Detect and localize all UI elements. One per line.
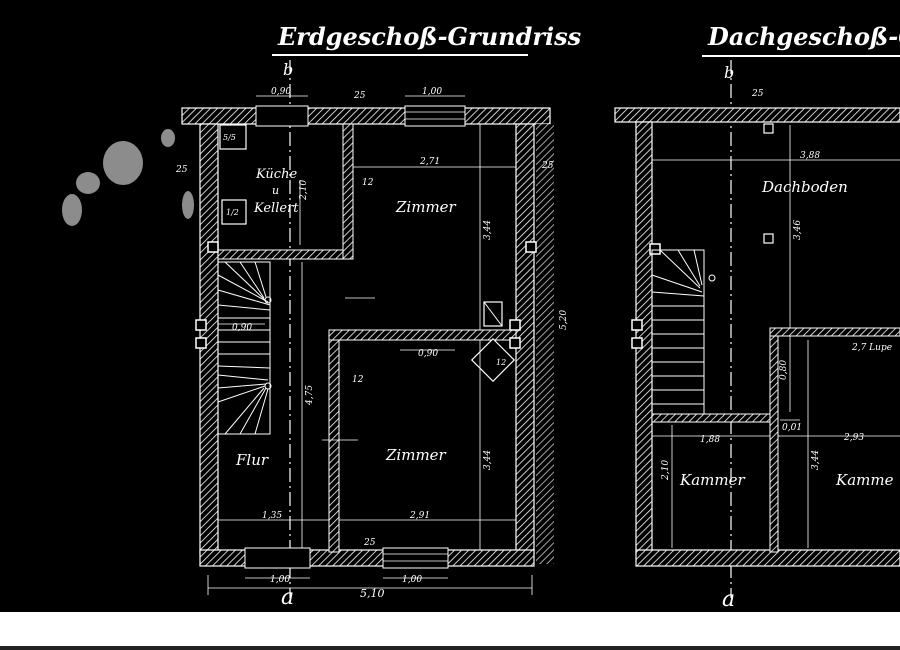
chimney-right-diag (483, 301, 503, 327)
dim-zimmer-upper-width: 2,71 (419, 157, 440, 167)
stove-diamond (470, 337, 516, 383)
attic-inner-wall-vertical (769, 329, 779, 553)
ground-floor-plan: Erdgeschoß-Grundriss b a 5/5 1/2 (175, 22, 582, 610)
dim-flur-width: 1,35 (262, 511, 282, 521)
dim-top-window: 1,00 (422, 87, 442, 97)
dim-right-side: 5,20 (559, 310, 569, 330)
side-bay-left-1 (195, 319, 207, 331)
dim-zimmer-upper-height: 3,44 (483, 220, 493, 240)
attic-dimension-lines (652, 125, 900, 548)
dim-attic-top-wall: 25 (751, 89, 764, 99)
room-zimmer-upper: Zimmer (395, 198, 457, 216)
dim-zimmer-lower-width: 2,91 (409, 511, 430, 521)
room-kueche-and: u (272, 184, 279, 197)
dim-kitchen-height: 2,10 (299, 180, 309, 201)
attic-vent-1 (763, 123, 774, 134)
dim-kammer-right-height: 3,44 (811, 450, 821, 470)
inner-wall-vertical-lower (328, 331, 340, 553)
staircase (217, 261, 272, 435)
dim-kammer-left-width: 1,88 (700, 435, 720, 445)
dim-stair-width: 0,90 (232, 323, 252, 333)
dim-middle-door: 0,90 (418, 349, 438, 359)
stain-marks (62, 129, 194, 226)
bottom-window-opening (382, 547, 449, 569)
section-mark-attic-top: b (724, 63, 734, 82)
room-kammer-right: Kamme (835, 471, 894, 489)
kitchen-wall-bottom (217, 249, 344, 260)
attic-wall-bottom (635, 549, 900, 567)
attic-side-bay-1 (631, 319, 643, 331)
room-kueche-keller: Kellert (253, 201, 299, 216)
side-bay-right-3 (525, 241, 537, 253)
section-mark-attic-bottom: a (722, 587, 735, 612)
dim-zimmer-lower-height: 3,44 (483, 450, 493, 470)
top-window-opening (404, 105, 466, 127)
attic-vent-2 (763, 233, 774, 244)
dim-kammer-right-width: 2,93 (843, 433, 864, 443)
section-mark-ground-bottom: a (281, 585, 294, 610)
dim-bottom-window: 1,00 (402, 575, 422, 585)
room-kueche: Küche (255, 167, 297, 182)
attic-wall-top (614, 107, 900, 123)
dim-left-wall: 25 (175, 165, 188, 175)
side-bay-left-2 (195, 337, 207, 349)
dim-right-wall: 25 (541, 161, 554, 171)
room-dachboden: Dachboden (761, 178, 848, 196)
side-bay-right-1 (509, 319, 521, 331)
dim-attic-height: 3,46 (793, 220, 803, 240)
chimney-corner-label: 5/5 (223, 133, 236, 142)
dim-top-door: 0,90 (271, 87, 291, 97)
inner-wall-horizontal (328, 329, 517, 341)
dim-total-width: 5,10 (360, 587, 385, 600)
chimney-corner (219, 124, 247, 150)
attic-side-bay-3 (649, 243, 661, 255)
attic-inner-wall-horizontal (651, 413, 771, 423)
dim-attic-stair-gap: 0,80 (779, 360, 789, 380)
dim-bottom-wall: 25 (363, 538, 376, 548)
ground-wall-top (181, 107, 551, 125)
dim-attic-wall: 0,01 (782, 423, 802, 433)
stove-label: 12 (496, 358, 506, 367)
section-mark-ground-top: b (283, 60, 293, 79)
chimney-kitchen (221, 199, 247, 225)
attic-staircase (651, 249, 716, 415)
attic-wall-note: 2,7 Lupe (851, 343, 892, 353)
scan-border (0, 612, 900, 650)
ground-dimension-lines (207, 95, 533, 595)
attic-floor-plan: Dachgeschoß-Grun b a (614, 22, 900, 612)
outer-neighbour-wall (536, 124, 554, 564)
ground-floor-title: Erdgeschoß-Grundriss (277, 22, 582, 51)
dim-flur-length: 4,75 (305, 385, 315, 406)
dim-bottom-door: 1,00 (270, 575, 290, 585)
attic-floor-title: Dachgeschoß-Grun (707, 22, 900, 51)
dim-kammer-left-height: 2,10 (661, 460, 671, 481)
dim-attic-width: 3,88 (800, 151, 820, 161)
bottom-door-opening (244, 547, 311, 569)
dim-inner-wall-upper: 12 (362, 178, 374, 188)
side-bay-left-4 (207, 241, 219, 253)
inner-wall-vertical-upper (342, 123, 354, 260)
attic-side-bay-2 (631, 337, 643, 349)
attic-inner-wall-top (769, 327, 900, 337)
room-zimmer-lower: Zimmer (385, 446, 447, 464)
dim-top-wall: 25 (353, 91, 366, 101)
side-bay-right-2 (509, 337, 521, 349)
chimney-kitchen-label: 1/2 (226, 208, 239, 217)
dim-inner-wall-lower: 12 (352, 375, 364, 385)
top-door-opening (255, 105, 309, 127)
room-flur: Flur (235, 451, 269, 469)
room-kammer-left: Kammer (679, 471, 745, 489)
